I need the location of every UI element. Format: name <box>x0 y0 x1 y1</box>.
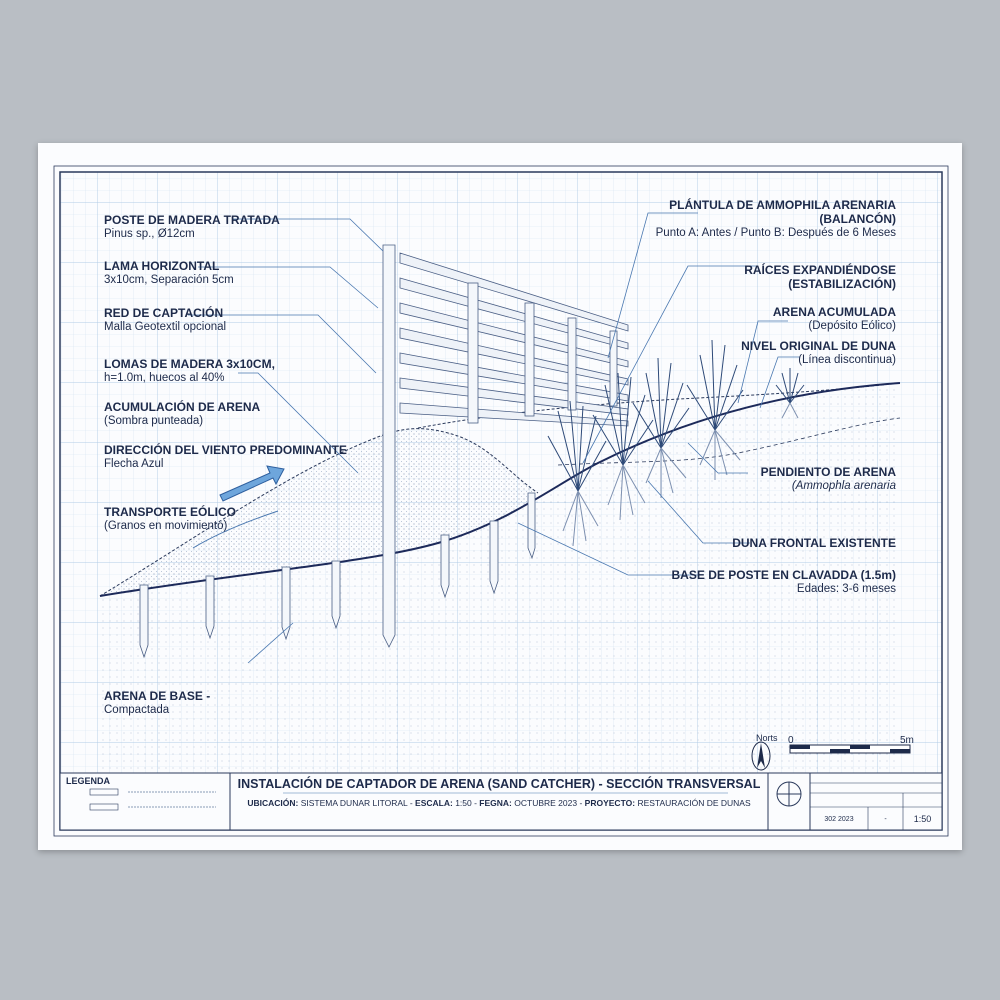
label-original-dune-level: NIVEL ORIGINAL DE DUNA(Línea discontinua… <box>741 339 896 367</box>
base-sand <box>100 383 900 773</box>
sheet-cell: - <box>884 816 887 823</box>
label-wood-slats: LOMAS DE MADERA 3x10CM,h=1.0m, huecos al… <box>104 357 275 385</box>
label-sub: (Ammophla arenaria <box>791 480 896 492</box>
legend-swatch <box>89 803 119 811</box>
label-title: POSTE DE MADERA TRATADA <box>104 213 280 227</box>
label-sub: Punto A: Antes / Punto B: Después de 6 M… <box>655 227 896 239</box>
scale-end: 5m <box>900 735 914 746</box>
cross-section-drawing <box>53 165 949 837</box>
label-title: BASE DE POSTE EN CLAVADDA (1.5m) <box>671 568 896 582</box>
label-sub: Edades: 3-6 meses <box>796 583 896 595</box>
label-title: DUNA FRONTAL EXISTENTE <box>732 536 896 550</box>
label-sub: (Sombra punteada) <box>104 415 204 427</box>
label-post-base: BASE DE POSTE EN CLAVADDA (1.5m)Edades: … <box>672 568 896 596</box>
stakes <box>139 492 536 659</box>
north-label: Norts <box>756 733 778 743</box>
location-value: SISTEMA DUNAR LITORAL <box>300 798 408 808</box>
leader-lines <box>188 212 800 664</box>
drawing-title: INSTALACIÓN DE CAPTADOR DE ARENA (SAND C… <box>237 777 761 791</box>
label-ammophila-seedling: PLÁNTULA DE AMMOPHILA ARENARIA(BALANCÓN)… <box>656 198 896 240</box>
label-sub: (Granos en movimiento) <box>104 520 228 532</box>
scale-bar <box>789 744 911 754</box>
label-sub: Malla Geotextil opcional <box>104 321 227 333</box>
label-sub: Flecha Azul <box>104 458 164 470</box>
label-sand-accumulation: ACUMULACIÓN DE ARENA(Sombra punteada) <box>104 400 260 428</box>
label-title: RAÍCES EXPANDIÉNDOSE <box>744 263 896 277</box>
label-title: DIRECCIÓN DEL VIENTO PREDOMINANTE <box>104 443 347 457</box>
fence-posts <box>382 244 618 648</box>
label-title: LOMAS DE MADERA 3x10CM, <box>104 357 275 371</box>
project-value: RESTAURACIÓN DE DUNAS <box>637 798 751 808</box>
label-title: PLÁNTULA DE AMMOPHILA ARENARIA <box>669 198 896 212</box>
label-aeolian-transport: TRANSPORTE EÓLICO(Granos en movimiento) <box>104 505 236 533</box>
date-value: OCTUBRE 2023 <box>514 798 578 808</box>
scale-start: 0 <box>788 735 794 746</box>
project-label: PROYECTO: <box>584 798 636 808</box>
label-title: ARENA DE BASE - <box>104 689 211 703</box>
legend-swatch <box>89 788 119 796</box>
legend-title: LEGENDA <box>66 776 111 786</box>
label-title: ARENA ACUMULADA <box>772 305 896 319</box>
date-label: FEGNA: <box>479 798 512 808</box>
title-block <box>59 772 943 831</box>
label-sub: 3x10cm, Separación 5cm <box>104 274 234 286</box>
label-title: RED DE CAPTACIÓN <box>104 306 224 320</box>
label-title: LAMA HORIZONTAL <box>104 259 220 273</box>
label-title: NIVEL ORIGINAL DE DUNA <box>741 339 896 353</box>
aeolian-transport-arrow <box>192 510 279 549</box>
label-sub: (Depósito Eólico) <box>808 320 896 332</box>
accumulation-outline <box>99 428 539 597</box>
label-title2: (BALANCÓN) <box>819 212 896 226</box>
scale-label: ESCALA: <box>415 798 453 808</box>
label-sub: h=1.0m, huecos al 40% <box>104 372 225 384</box>
label-sand-slope: PENDIENTO DE ARENA(Ammophla arenaria <box>761 465 896 493</box>
label-title2: (ESTABILIZACIÓN) <box>788 277 896 291</box>
north-arrow-icon <box>751 741 771 771</box>
label-existing-foredune: DUNA FRONTAL EXISTENTE <box>732 536 896 550</box>
label-sub: Pinus sp., Ø12cm <box>104 228 195 240</box>
scale-cell: 1:50 <box>913 814 932 824</box>
label-sub: Compactada <box>104 704 170 716</box>
label-title: ACUMULACIÓN DE ARENA <box>104 400 261 414</box>
label-accumulated-sand: ARENA ACUMULADA(Depósito Eólico) <box>773 305 896 333</box>
drawing-subtitle: UBICACIÓN: SISTEMA DUNAR LITORAL - ESCAL… <box>247 798 751 808</box>
label-title: PENDIENTO DE ARENA <box>760 465 896 479</box>
label-title: TRANSPORTE EÓLICO <box>104 505 237 519</box>
label-expanding-roots: RAÍCES EXPANDIÉNDOSE(ESTABILIZACIÓN) <box>744 263 896 291</box>
ammophila-plants <box>547 339 805 547</box>
scale-value: 1:50 <box>455 798 472 808</box>
wind-direction-arrow <box>219 465 285 502</box>
sand-accumulation <box>100 428 538 596</box>
location-label: UBICACIÓN: <box>247 798 299 808</box>
label-base-sand: ARENA DE BASE -Compactada <box>104 689 210 717</box>
outer-border <box>53 165 949 837</box>
label-sub: (Línea discontinua) <box>798 354 896 366</box>
date-cell: 302 2023 <box>824 816 854 823</box>
